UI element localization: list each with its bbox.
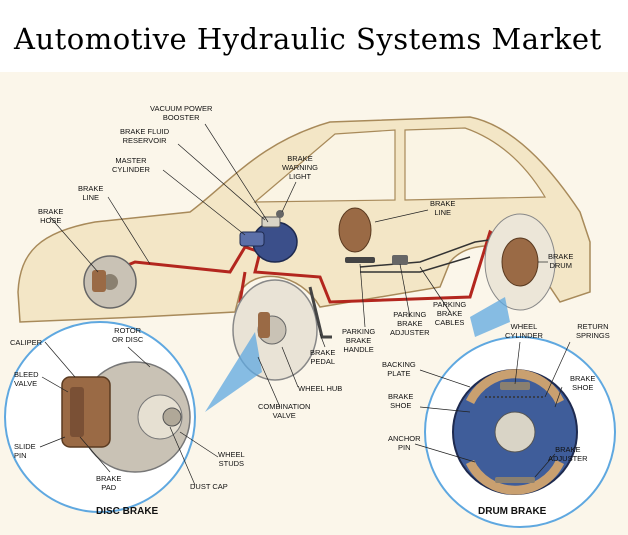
leader-lines [39,123,571,486]
label-return-springs: RETURN SPRINGS [576,322,610,340]
title-bar: Automotive Hydraulic Systems Market [0,0,628,74]
rear-left-drum [338,207,372,253]
disc-brake-pad [70,387,84,437]
parking-brake-cable-2 [360,256,471,273]
label-rotor-or-disc: ROTOR OR DISC [112,326,144,344]
label-brake-shoe-left: BRAKE SHOE [388,392,414,410]
caption-drum-brake: DRUM BRAKE [478,506,547,517]
fluid-reservoir [261,216,281,228]
front-right-caliper [258,312,270,338]
parking-brake-adjuster [392,255,408,265]
drum-wheel-cylinder [500,382,530,390]
label-wheel-hub: WHEEL HUB [298,384,343,393]
label-brake-shoe-right: BRAKE SHOE [570,374,596,392]
drum-hub [494,411,536,453]
label-brake-hose: BRAKE HOSE [38,207,64,225]
drum-adjuster [495,477,535,483]
drum-shoe-bottom [465,459,565,495]
label-brake-line-left: BRAKE LINE [78,184,104,202]
drum-callout-beam [470,297,510,337]
label-vacuum-power-booster: VACUUM POWER BOOSTER [150,104,213,122]
disc-callout-beam [205,332,262,412]
label-brake-adjuster: BRAKE ADJUSTER [548,445,588,463]
label-slide-pin: SLIDE PIN [14,442,36,460]
rear-right-drum [501,237,539,287]
label-parking-brake-adjuster: PARKING BRAKE ADJUSTER [390,310,430,337]
label-parking-brake-cables: PARKING BRAKE CABLES [433,300,467,327]
label-brake-line-right: BRAKE LINE [430,199,456,217]
label-brake-fluid-reservoir: BRAKE FLUID RESERVOIR [120,127,170,145]
brake-pedal [308,286,332,339]
page-title: Automotive Hydraulic Systems Market [14,22,602,56]
brake-line-main [99,229,516,304]
car-window-rear [404,127,547,201]
brake-system-diagram: VACUUM POWER BOOSTER BRAKE FLUID RESERVO… [0,72,628,535]
label-dust-cap: DUST CAP [190,482,228,491]
label-wheel-cylinder: WHEEL CYLINDER [505,322,543,340]
label-brake-warning-light: BRAKE WARNING LIGHT [282,154,318,181]
label-combination-valve: COMBINATION VALVE [258,402,311,420]
front-left-caliper [92,270,106,292]
label-brake-pad: BRAKE PAD [96,474,122,492]
drum-shoe-top [465,369,565,405]
disc-dust-cap [162,407,182,427]
label-brake-pedal: BRAKE PEDAL [310,348,336,366]
master-cylinder [239,231,265,247]
disc-hub [137,394,183,440]
disc-caliper-body [61,376,111,448]
label-caliper: CALIPER [10,338,43,347]
label-parking-brake-handle: PARKING BRAKE HANDLE [342,327,376,354]
car-window-front [253,129,396,203]
label-brake-drum: BRAKE DRUM [548,252,574,270]
label-backing-plate: BACKING PLATE [382,360,416,378]
diagram-artwork [4,116,616,528]
label-wheel-studs: WHEEL STUDS [218,450,245,468]
warning-light [276,210,284,218]
caption-disc-brake: DISC BRAKE [96,506,159,517]
label-bleed-valve: BLEED VALVE [14,370,39,388]
label-master-cylinder: MASTER CYLINDER [112,156,150,174]
label-anchor-pin: ANCHOR PIN [388,434,421,452]
parking-brake-handle [345,257,375,263]
